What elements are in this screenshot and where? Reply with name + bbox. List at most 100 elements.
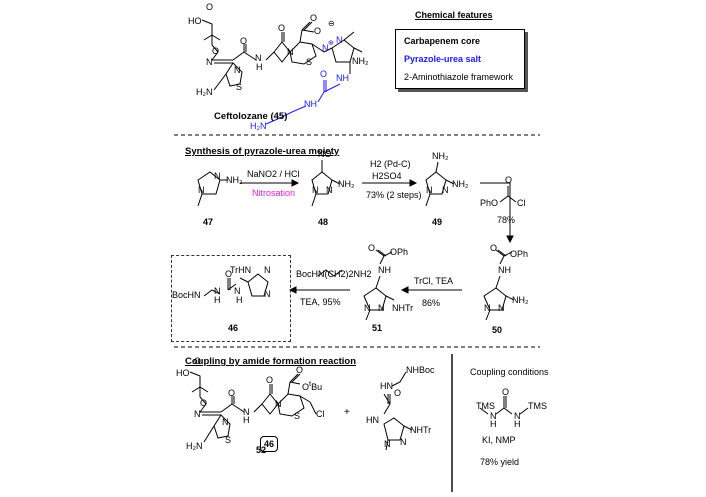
atom-label: O xyxy=(505,175,513,185)
step5-reagent: BocHN(CH2)2NH2 xyxy=(296,269,372,279)
atom-label: N xyxy=(322,43,329,53)
atom-label: TMS xyxy=(528,401,547,411)
atom-label: N xyxy=(243,407,250,417)
atom-label: N xyxy=(194,409,201,419)
atom-label: N xyxy=(484,303,491,313)
atom-label: ⊕ xyxy=(328,40,334,47)
atom-label: HO xyxy=(176,368,190,378)
feature-carbapenem: Carbapenem core xyxy=(404,36,481,46)
plus-sign: + xyxy=(344,407,350,418)
step4-reagent: TrCl, TEA xyxy=(414,276,454,286)
atom-label: Cl xyxy=(517,198,526,208)
atom-label: O xyxy=(278,23,286,33)
atom-label: N xyxy=(312,185,319,195)
compound-46-bottom-label: 46 xyxy=(260,436,278,452)
compound-46-box xyxy=(171,255,291,342)
atom-label: N xyxy=(326,185,333,195)
atom-label: PhO xyxy=(480,198,499,208)
conditions-reagents: KI, NMP xyxy=(482,435,516,445)
compound-46-label: 46 xyxy=(228,323,239,333)
atom-label: OPh xyxy=(510,249,529,259)
atom-label: O xyxy=(320,69,328,79)
atom-label: N xyxy=(264,265,271,275)
step2-reagent2: H2SO4 xyxy=(372,171,402,181)
atom-label: NH xyxy=(304,99,317,109)
atom-label: O xyxy=(225,269,233,279)
step3-yield: 78% xyxy=(497,215,516,225)
atom-label: S xyxy=(294,411,301,421)
atom-label: N xyxy=(206,57,213,67)
atom-label: O xyxy=(266,375,274,385)
atom-label: BocHN xyxy=(172,290,201,300)
atom-label: O xyxy=(296,365,304,375)
features-title: Chemical features xyxy=(415,10,493,20)
atom-label: NH xyxy=(378,265,391,275)
atom-label: OtBu xyxy=(302,379,323,392)
atom-label: H xyxy=(514,419,521,429)
atom-label: N xyxy=(384,439,391,449)
atom-label: H xyxy=(490,419,497,429)
atom-label: NH₂ xyxy=(338,179,355,189)
atom-label: N xyxy=(222,417,229,427)
atom-label: N xyxy=(255,53,262,63)
atom-label: NH xyxy=(336,73,349,83)
conditions-yield: 78% yield xyxy=(480,457,520,467)
step2-reagent: H2 (Pd-C) xyxy=(370,159,411,169)
atom-label: N xyxy=(275,399,282,409)
step5-conditions: TEA, 95% xyxy=(300,297,341,307)
atom-label: H xyxy=(214,295,221,305)
atom-label: S xyxy=(236,82,243,92)
atom-label: N xyxy=(234,65,241,75)
atom-label: O xyxy=(368,243,376,253)
atom-label: N xyxy=(378,303,385,313)
atom-label: O xyxy=(206,2,214,12)
atom-label: OPh xyxy=(390,247,409,257)
atom-label: TrHN xyxy=(230,265,252,275)
atom-label: NH₂ xyxy=(452,179,469,189)
atom-label: N xyxy=(214,171,221,181)
atom-label: H₂N xyxy=(186,441,203,451)
atom-label: H xyxy=(236,295,243,305)
atom-label: N xyxy=(336,35,343,45)
step1-reagent: NaNO2 / HCl xyxy=(247,169,300,179)
atom-label: HN xyxy=(380,381,393,391)
atom-label: NHBoc xyxy=(406,365,435,375)
atom-label: NH₂ xyxy=(512,295,529,305)
step2-yield: 73% (2 steps) xyxy=(366,190,422,200)
atom-label: NO xyxy=(318,149,332,159)
features-box: Carbapenem core Pyrazole-urea salt 2-Ami… xyxy=(395,29,525,89)
atom-label: ⊖ xyxy=(328,19,335,28)
atom-label: S xyxy=(306,57,313,67)
atom-label: N xyxy=(264,289,271,299)
atom-label: O xyxy=(394,388,402,398)
atom-label: O xyxy=(212,46,220,56)
compound-50-label: 50 xyxy=(492,325,503,335)
atom-label: N xyxy=(490,411,497,421)
feature-aminothiazole: 2-Aminothiazole framework xyxy=(404,72,514,82)
atom-label: H xyxy=(243,415,250,425)
atom-label: HO xyxy=(188,16,202,26)
feature-pyrazole-urea: Pyrazole-urea salt xyxy=(404,54,482,64)
conditions-title: Coupling conditions xyxy=(470,367,549,377)
atom-label: NH₂ xyxy=(226,175,243,185)
atom-label: O xyxy=(200,398,208,408)
atom-label: O xyxy=(240,36,248,46)
atom-label: N xyxy=(514,411,521,421)
atom-label: S xyxy=(225,435,232,445)
atom-label: O xyxy=(502,387,510,397)
atom-label: N xyxy=(442,185,449,195)
atom-label: O xyxy=(310,13,318,23)
atom-label: O xyxy=(228,388,236,398)
atom-label: Cl xyxy=(316,409,325,419)
atom-label: H₂N xyxy=(196,87,213,97)
atom-label: O xyxy=(490,243,498,253)
step1-note: Nitrosation xyxy=(252,188,296,198)
atom-label: O xyxy=(194,356,202,366)
atom-label: N xyxy=(364,303,371,313)
atom-label: N xyxy=(198,185,205,195)
atom-label: N xyxy=(287,47,294,57)
atom-label: H xyxy=(256,62,263,72)
step4-yield: 86% xyxy=(422,298,441,308)
atom-label: NH xyxy=(498,265,511,275)
